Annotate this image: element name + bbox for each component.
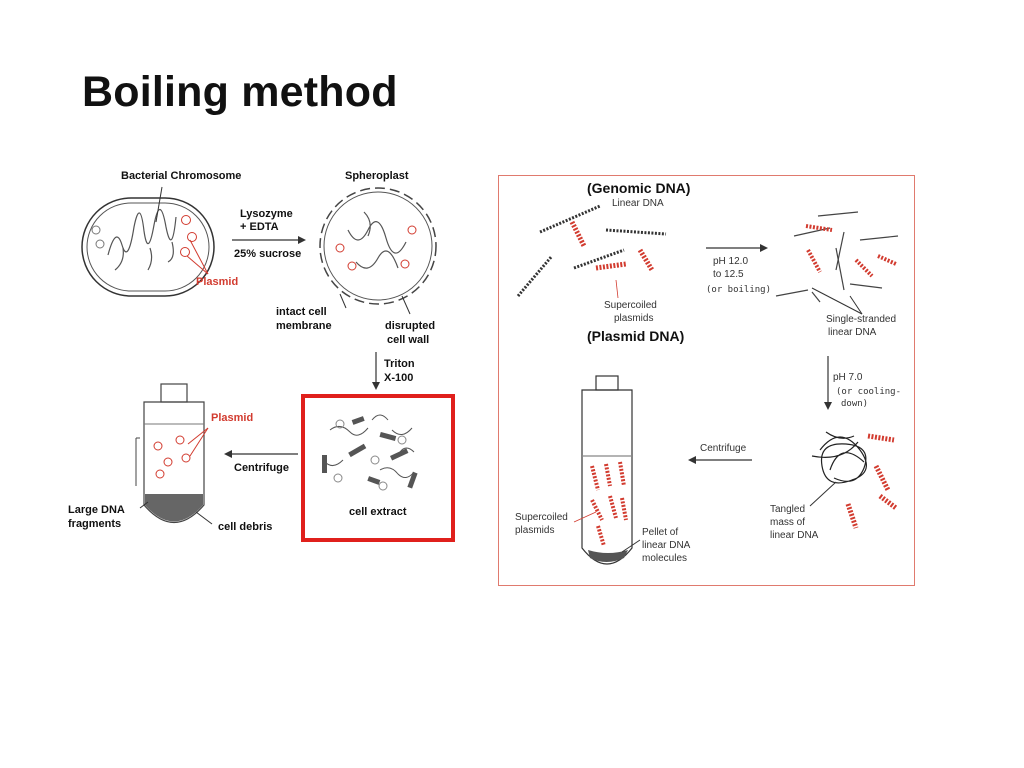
disrupted-wall-label-1: disrupted [385, 320, 436, 332]
bacterial-chromosome-label: Bacterial Chromosome [121, 170, 242, 182]
supercoiled-label-1: Supercoiled [604, 300, 657, 311]
spheroplast-label: Spheroplast [345, 170, 409, 182]
plasmids-in-tube [590, 461, 628, 547]
lysozyme-label: Lysozyme [240, 208, 293, 220]
single-stranded-label-1: Single-stranded [826, 314, 897, 325]
supercoiled-label-2: plasmids [614, 313, 654, 324]
genomic-dna-label: (Genomic DNA) [587, 180, 691, 196]
supercoiled-plasmids [569, 220, 655, 272]
pellet-label-1: Pellet of [642, 527, 679, 538]
plasmid-label-top: Plasmid [196, 276, 239, 288]
supercoiled-tube-label-1: Supercoiled [515, 512, 568, 523]
slide-title: Boiling method [82, 68, 398, 116]
ph-7-label: pH 7.0 [833, 372, 863, 383]
linear-dna-label: Linear DNA [612, 198, 664, 209]
disrupted-wall-label-2: cell wall [387, 334, 430, 346]
ph-12-label-2: to 12.5 [713, 269, 744, 280]
large-dna-label-2: fragments [68, 518, 122, 530]
supercoiled-tube-label-2: plasmids [515, 525, 555, 536]
right-diagram-panel [498, 175, 915, 586]
centrifuge-label-right: Centrifuge [700, 443, 747, 454]
sucrose-label: 25% sucrose [234, 248, 302, 260]
large-dna-label-1: Large DNA [68, 504, 125, 516]
plasmids-after-ph [805, 224, 897, 278]
centrifuge-label-left: Centrifuge [234, 462, 289, 474]
tube-right [581, 375, 633, 565]
bacterium-cell [81, 186, 215, 297]
plasmid-dna-label: (Plasmid DNA) [587, 328, 685, 344]
intact-membrane-label-1: intact cell [276, 306, 327, 318]
cell-extract-label: cell extract [349, 506, 407, 518]
tangled-dna-mass [811, 431, 867, 484]
intact-membrane-label-2: membrane [276, 320, 332, 332]
pellet-label-2: linear DNA [642, 540, 691, 551]
cell-extract-highlight [301, 394, 455, 542]
linear-dna-strands [516, 204, 667, 297]
or-boiling-label: (or boiling) [706, 285, 772, 295]
triton-label-1: Triton [384, 358, 415, 370]
or-cooling-label-2: down) [841, 399, 869, 409]
cell-extract-contents [322, 414, 418, 491]
or-cooling-label-1: (or cooling- [836, 387, 902, 397]
pellet-label-3: molecules [642, 553, 688, 564]
plasmid-label-tube: Plasmid [211, 412, 254, 424]
edta-label: + EDTA [240, 221, 279, 233]
spheroplast-cell [319, 187, 437, 315]
triton-label-2: X-100 [384, 372, 414, 384]
cell-debris-label: cell debris [218, 521, 273, 533]
ph-12-label-1: pH 12.0 [713, 256, 749, 267]
single-stranded-label-2: linear DNA [828, 327, 877, 338]
tangled-label-2: mass of [770, 517, 806, 528]
tangled-label-3: linear DNA [770, 530, 819, 541]
tangled-label-1: Tangled [770, 504, 806, 515]
tube-left [135, 383, 213, 525]
single-stranded-dna [775, 211, 899, 303]
